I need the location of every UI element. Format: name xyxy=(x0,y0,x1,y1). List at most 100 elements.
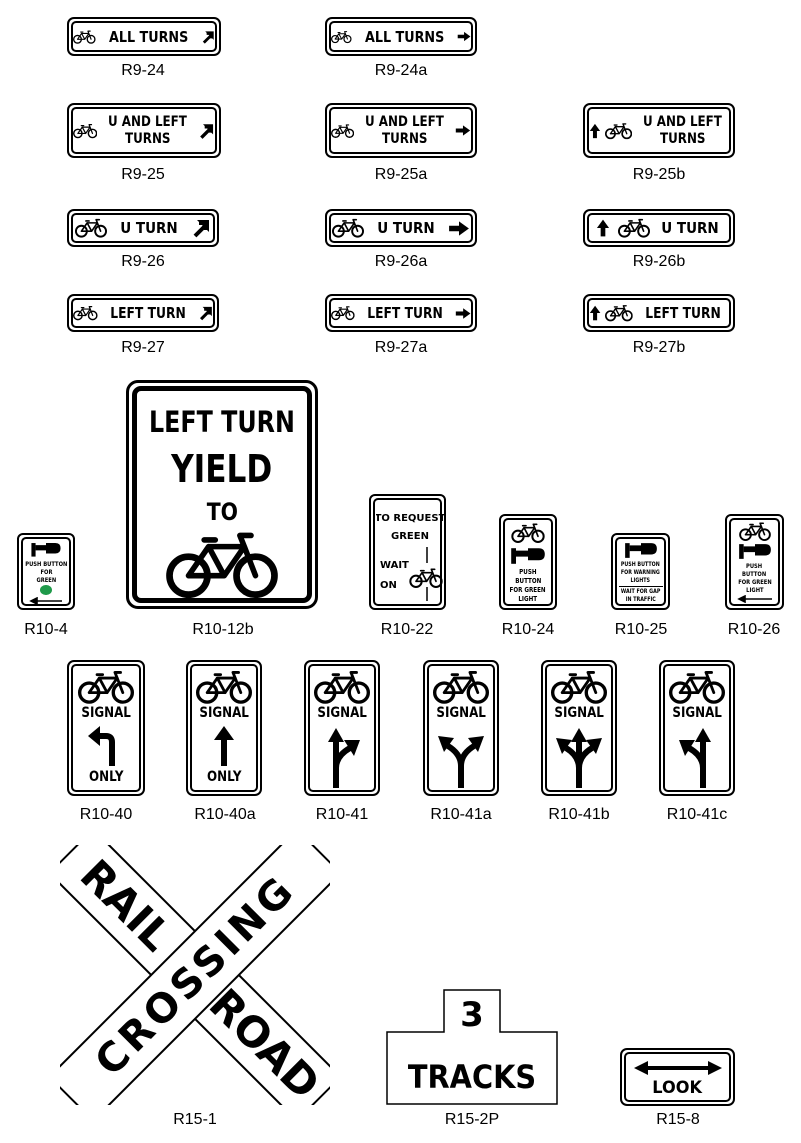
bicycle-icon xyxy=(166,531,278,598)
arrow-up-right-icon xyxy=(198,303,213,323)
sign-r9-26: U TURN xyxy=(67,209,219,247)
arrow-up-right-icon xyxy=(201,27,215,47)
sign-text: PUSH BUTTON xyxy=(621,561,660,568)
caption: R15-1 xyxy=(173,1111,217,1128)
caption: R9-26b xyxy=(632,253,686,270)
sign-text: PUSH BUTTON xyxy=(24,559,68,568)
hand-pointing-icon xyxy=(509,547,547,565)
bicycle-icon xyxy=(605,303,633,323)
sign-text: LEFT TURN xyxy=(645,304,721,322)
bicycle-icon xyxy=(409,568,443,588)
sign-r10-41c: SIGNAL xyxy=(659,660,735,796)
bicycle-icon xyxy=(314,670,370,704)
caption: R9-25b xyxy=(632,166,686,183)
bicycle-icon xyxy=(739,522,771,541)
bicycle-icon xyxy=(78,670,134,704)
caption: R9-25a xyxy=(374,166,428,183)
sign-text: SIGNAL xyxy=(672,705,722,721)
sign-text: PUSH xyxy=(746,562,763,570)
divider xyxy=(618,586,663,587)
caption: R9-24 xyxy=(121,62,165,79)
sign-r9-25: U AND LEFT TURNS xyxy=(67,103,221,158)
caption: R10-40a xyxy=(194,806,256,823)
caption: R10-24 xyxy=(501,621,555,638)
sign-text: 3 xyxy=(460,995,484,1035)
sign-r10-22: TO REQUEST GREEN WAIT ON xyxy=(369,494,446,610)
sign-text: U TURN xyxy=(661,219,719,237)
sign-r10-24: PUSH BUTTON FOR GREEN LIGHT xyxy=(499,514,557,610)
arrow-up-right-icon xyxy=(198,120,215,142)
sign-text: GREEN xyxy=(391,531,429,542)
caption: R10-26 xyxy=(727,621,781,638)
arrow-left-turn-icon xyxy=(88,726,115,766)
sign-r9-25b: U AND LEFT TURNS xyxy=(583,103,735,158)
caption: R9-26a xyxy=(374,253,428,270)
arrow-up-icon xyxy=(214,726,234,766)
sign-r9-27b: LEFT TURN xyxy=(583,294,735,332)
bicycle-icon xyxy=(669,670,725,704)
hand-pointing-icon xyxy=(736,543,774,560)
sign-text: U AND LEFT xyxy=(643,113,723,130)
caption: R10-4 xyxy=(24,621,68,638)
sign-r10-4: PUSH BUTTON FOR GREEN xyxy=(17,533,75,610)
sign-text: U TURN xyxy=(120,219,178,237)
caption: R15-8 xyxy=(656,1111,700,1128)
arrow-up-icon xyxy=(589,303,601,323)
sign-text: PUSH xyxy=(519,568,537,576)
sign-text: GREEN xyxy=(36,575,56,584)
sign-r10-40a: SIGNAL ONLY xyxy=(186,660,262,796)
sign-text: WAIT FOR GAP xyxy=(620,588,661,595)
sign-r9-24a: ALL TURNS xyxy=(325,17,477,56)
sign-text: U TURN xyxy=(377,219,435,237)
caption: R9-24a xyxy=(374,62,428,79)
arrow-up-icon xyxy=(589,121,601,141)
caption: R15-2P xyxy=(444,1111,500,1128)
caption: R10-12b xyxy=(192,621,254,638)
sign-text: BUTTON xyxy=(742,570,767,578)
caption: R10-22 xyxy=(380,621,434,638)
caption: R10-41a xyxy=(430,806,492,823)
arrow-right-icon xyxy=(457,28,471,45)
caption: R9-26 xyxy=(121,253,165,270)
hand-pointing-icon xyxy=(27,542,65,558)
bicycle-icon xyxy=(331,121,354,141)
sign-text: TURNS xyxy=(381,130,428,147)
sign-text: SIGNAL xyxy=(436,705,486,721)
sign-text: LIGHT xyxy=(745,586,764,594)
caption: R10-41b xyxy=(548,806,610,823)
sign-r9-25a: U AND LEFT TURNS xyxy=(325,103,477,158)
caption: R9-25 xyxy=(121,166,165,183)
sign-text: BUTTON xyxy=(514,577,542,585)
arrow-right-icon xyxy=(448,220,470,237)
sign-r10-12b: LEFT TURN YIELD TO xyxy=(126,380,318,609)
caption: R10-40 xyxy=(79,806,133,823)
sign-text: LEFT TURN xyxy=(109,304,186,322)
sign-r9-27a: LEFT TURN xyxy=(325,294,477,332)
bicycle-icon xyxy=(618,218,650,238)
sign-r10-41a: SIGNAL xyxy=(423,660,499,796)
bicycle-icon xyxy=(605,121,632,141)
sign-text: ONLY xyxy=(206,769,242,785)
arrow-right-icon xyxy=(455,122,471,139)
sign-text: U AND LEFT xyxy=(108,113,188,130)
arrow-split-icon xyxy=(438,736,484,788)
bicycle-icon xyxy=(73,121,97,141)
bicycle-icon xyxy=(75,218,107,238)
bicycle-icon xyxy=(331,303,355,323)
sign-text: ONLY xyxy=(88,769,124,785)
sign-text: LIGHTS xyxy=(630,577,651,584)
caption: R10-25 xyxy=(614,621,668,638)
sign-r10-41: SIGNAL xyxy=(304,660,380,796)
sign-r10-40: SIGNAL ONLY xyxy=(67,660,145,796)
sign-r10-25: PUSH BUTTON FOR WARNING LIGHTS WAIT FOR … xyxy=(611,533,670,610)
sign-text: LIGHT xyxy=(518,595,538,603)
arrow-left-icon xyxy=(29,597,62,604)
sign-text: TRACKS xyxy=(408,1060,536,1097)
sign-r15-2p: 3 TRACKS xyxy=(386,989,558,1105)
bicycle-icon xyxy=(332,218,364,238)
bicycle-icon xyxy=(73,303,98,323)
sign-text: U AND LEFT xyxy=(365,113,445,130)
sign-text: TURNS xyxy=(659,130,706,147)
sign-r15-8: LOOK xyxy=(620,1048,735,1106)
bicycle-icon xyxy=(196,670,252,704)
